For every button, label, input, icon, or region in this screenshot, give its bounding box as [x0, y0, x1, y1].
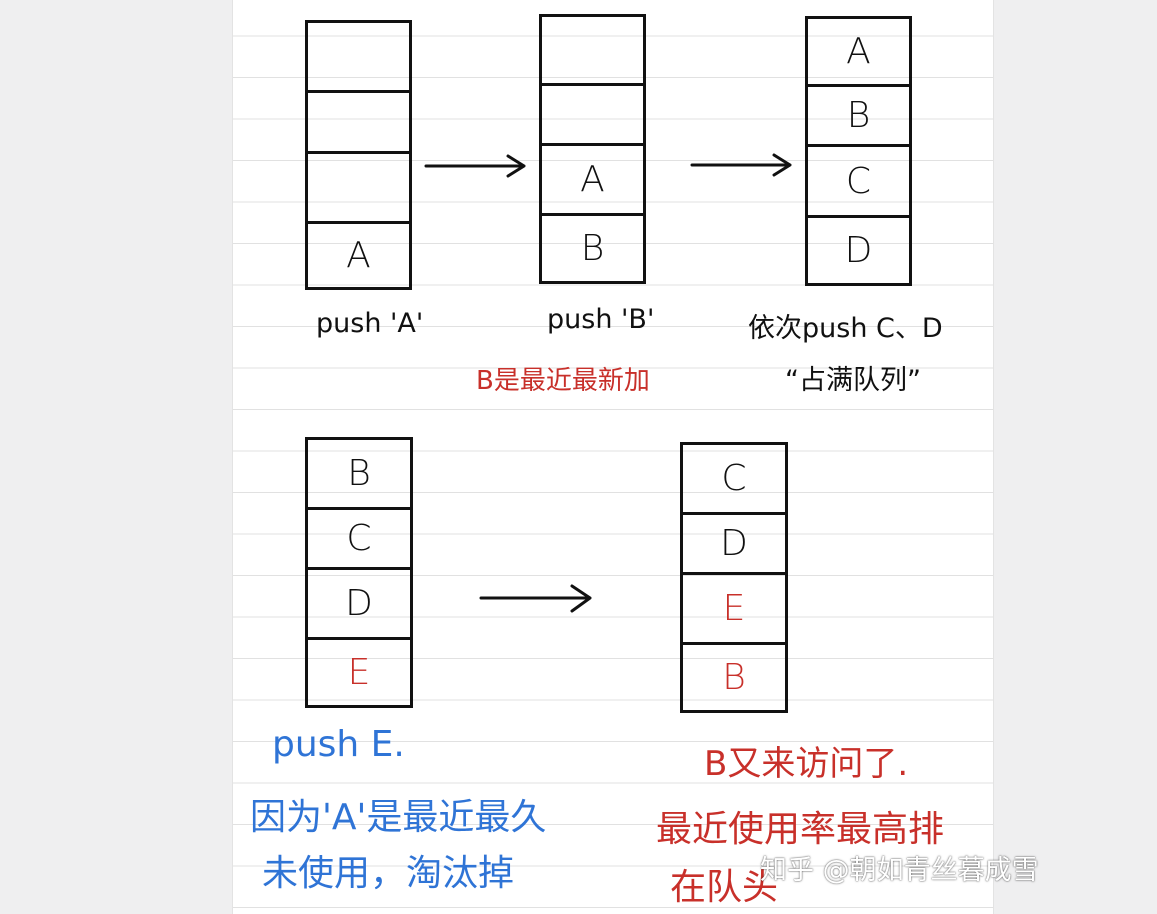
stack-push-b: A B	[539, 14, 646, 284]
stack-cell: A	[808, 19, 909, 87]
note-b-newest: B是最近最新加	[476, 366, 650, 396]
caption-push-a: push 'A'	[316, 308, 424, 339]
caption-full-queue: “占满队列”	[785, 365, 921, 396]
stack-cell	[542, 17, 643, 86]
note-b-head: 在队头	[670, 867, 779, 908]
stack-cell: A	[346, 235, 371, 276]
stack-cell	[308, 23, 409, 93]
stack-cell	[308, 93, 409, 154]
stack-cell: E	[347, 652, 371, 693]
caption-push-cd: 依次push C、D	[748, 313, 943, 344]
note-b-accessed: B又来访问了.	[704, 744, 909, 784]
stack-full-queue: A B C D	[805, 16, 912, 286]
stack-push-a: A	[305, 20, 412, 290]
stack-cell: D	[844, 230, 873, 271]
caption-push-b: push 'B'	[547, 304, 655, 335]
watermark: 知乎 @朝如青丝暮成雪	[760, 855, 1039, 886]
note-a-evicted: 未使用，淘汰掉	[262, 853, 515, 894]
arrow-right-icon	[690, 153, 792, 177]
stack-cell: B	[308, 440, 410, 510]
stack-cell: D	[308, 570, 410, 640]
stack-cell: C	[808, 147, 909, 218]
note-a-least-recent: 因为'A'是最近最久	[250, 797, 547, 838]
stack-cell: E	[683, 575, 785, 645]
stack-cell: B	[722, 657, 746, 698]
stack-cell: B	[580, 228, 605, 269]
arrow-right-icon	[479, 584, 592, 613]
stack-cell: C	[683, 445, 785, 515]
stack-cell	[308, 154, 409, 224]
stack-cell: B	[808, 87, 909, 147]
note-b-most-used: 最近使用率最高排	[656, 809, 945, 850]
stack-cell: C	[308, 510, 410, 570]
stack-cell: D	[683, 515, 785, 575]
stack-push-e: B C D E	[305, 437, 413, 708]
stack-cell: A	[542, 146, 643, 216]
arrow-right-icon	[424, 154, 526, 178]
ruled-lines	[233, 35, 993, 908]
note-push-e: push E.	[272, 724, 405, 765]
stack-access-b: C D E B	[680, 442, 788, 713]
stack-cell	[542, 86, 643, 146]
